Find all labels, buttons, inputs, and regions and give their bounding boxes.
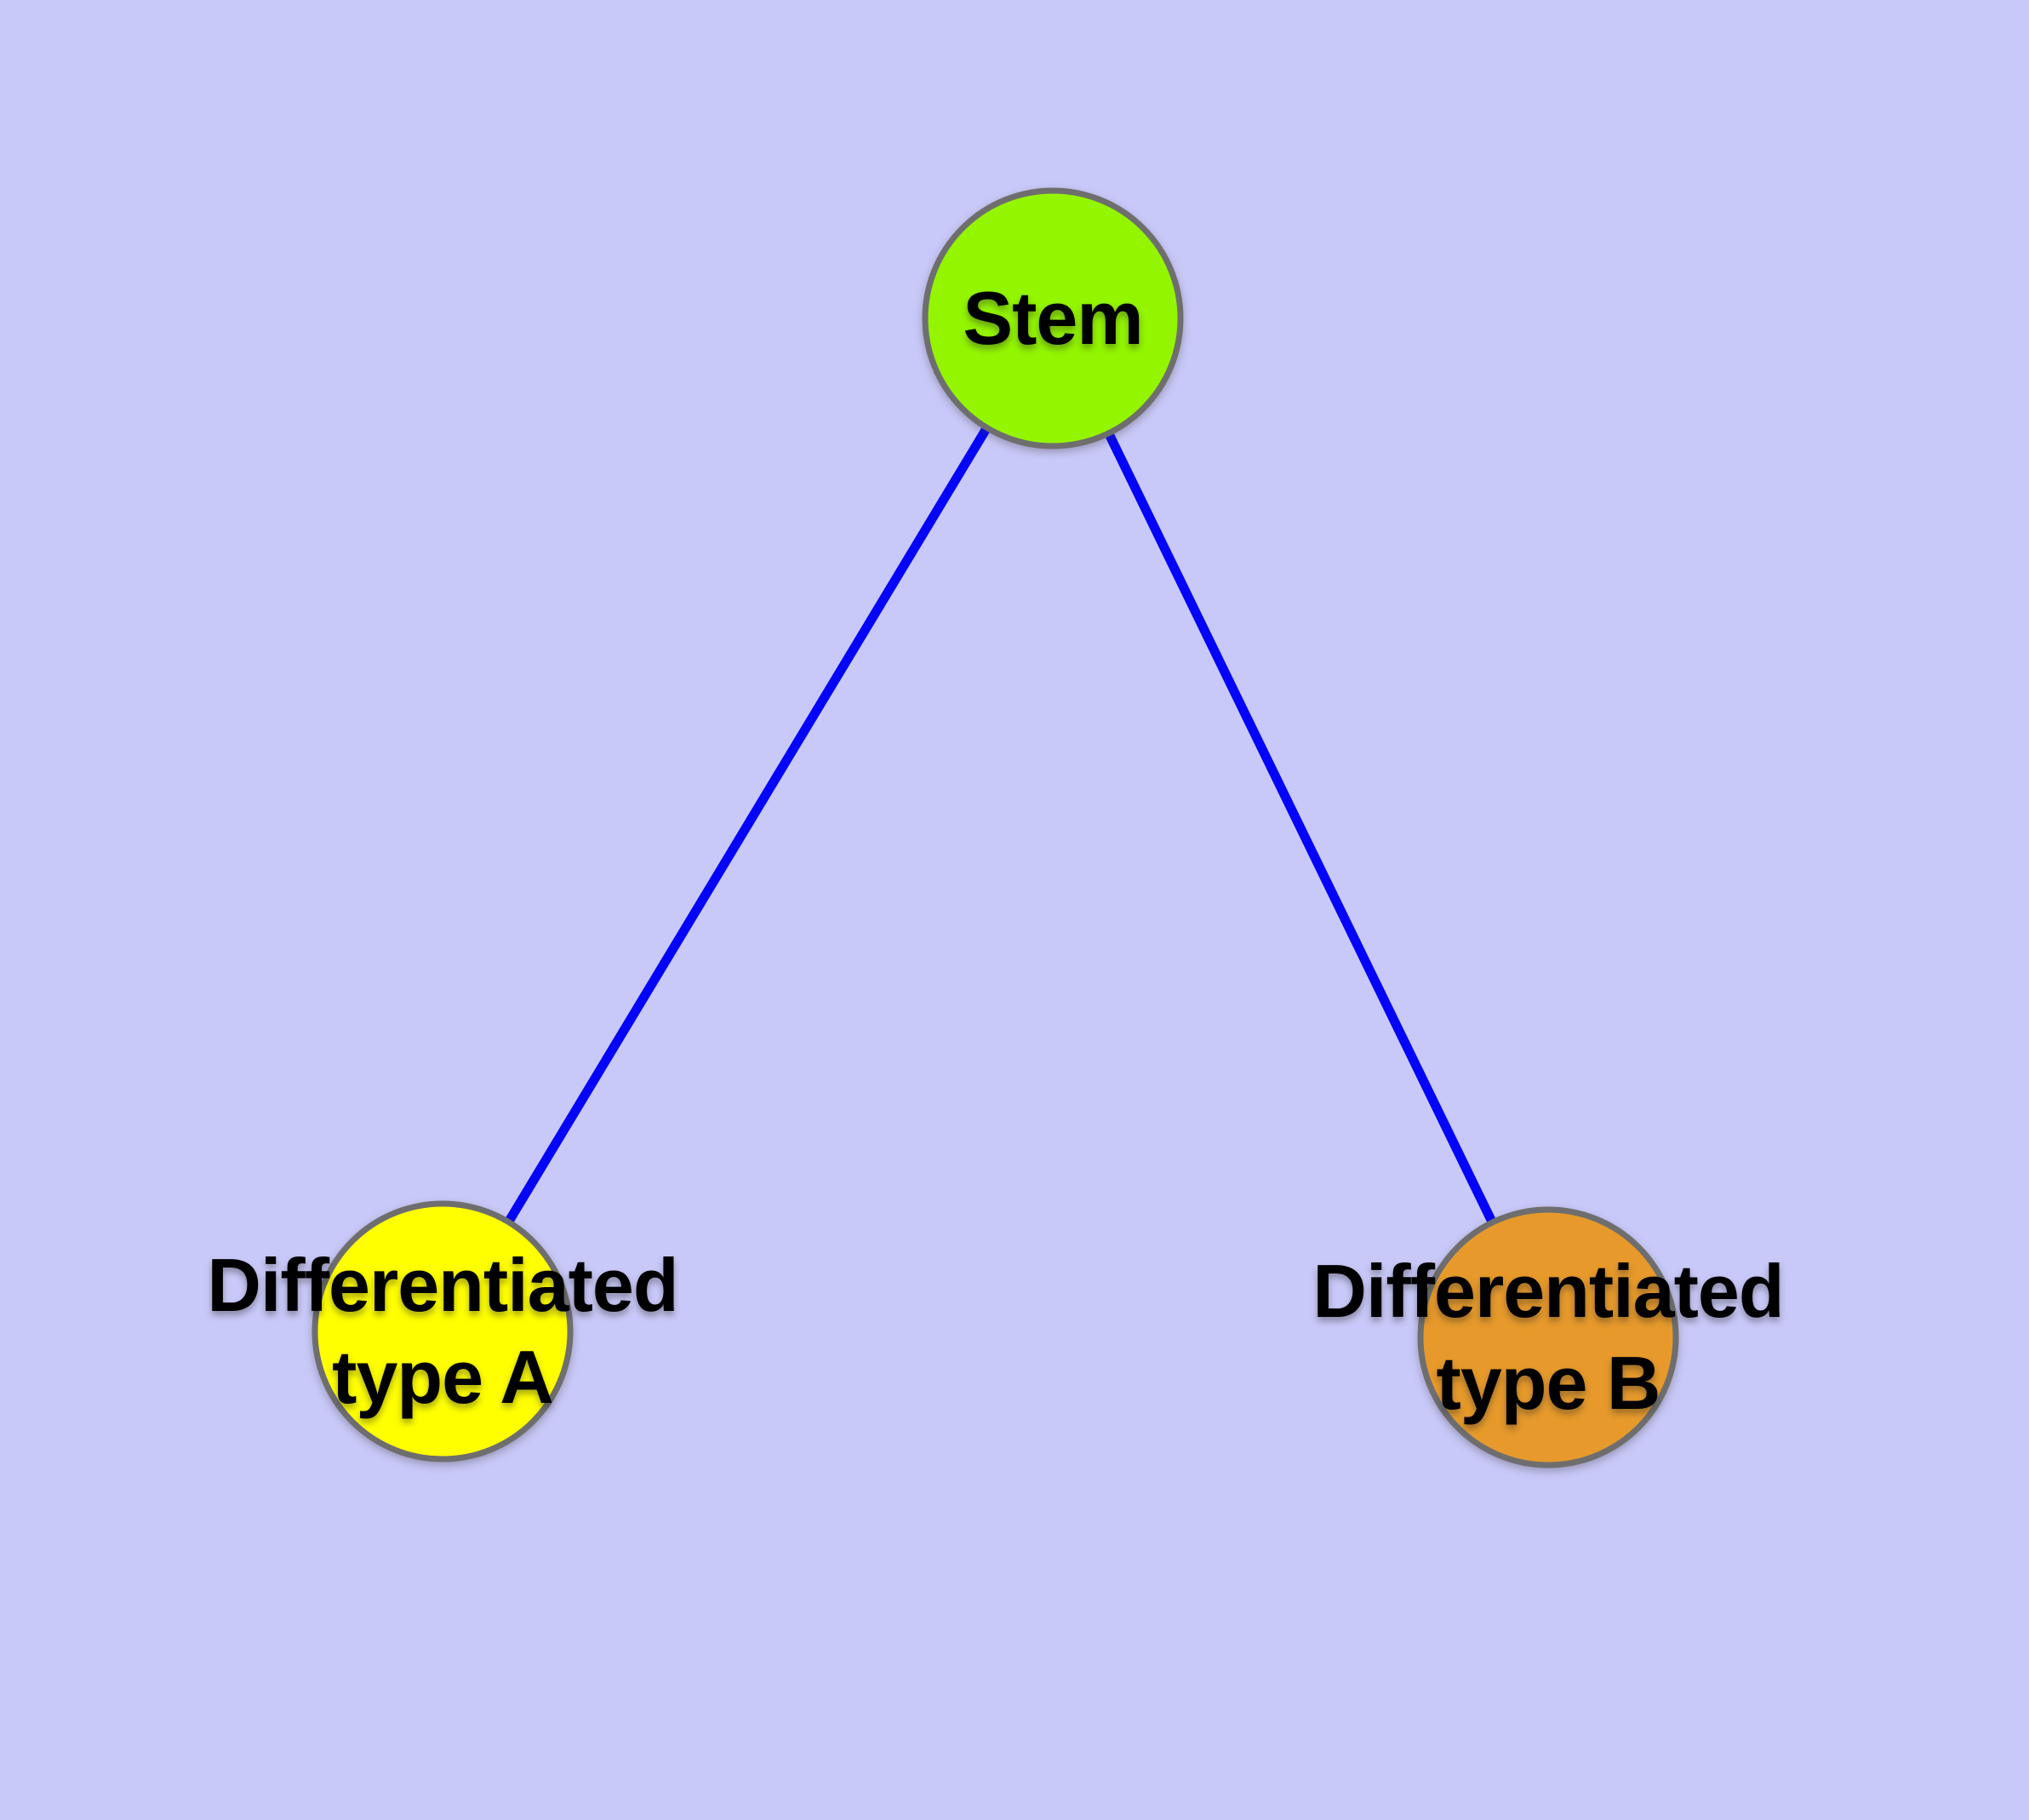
node-type-b-circle[interactable] bbox=[1417, 1206, 1679, 1468]
node-type-a-circle[interactable] bbox=[311, 1200, 574, 1462]
edge-stem-to-type-b bbox=[1049, 316, 1552, 1340]
node-stem-circle[interactable] bbox=[922, 187, 1184, 449]
edge-stem-to-type-a bbox=[438, 316, 1057, 1334]
